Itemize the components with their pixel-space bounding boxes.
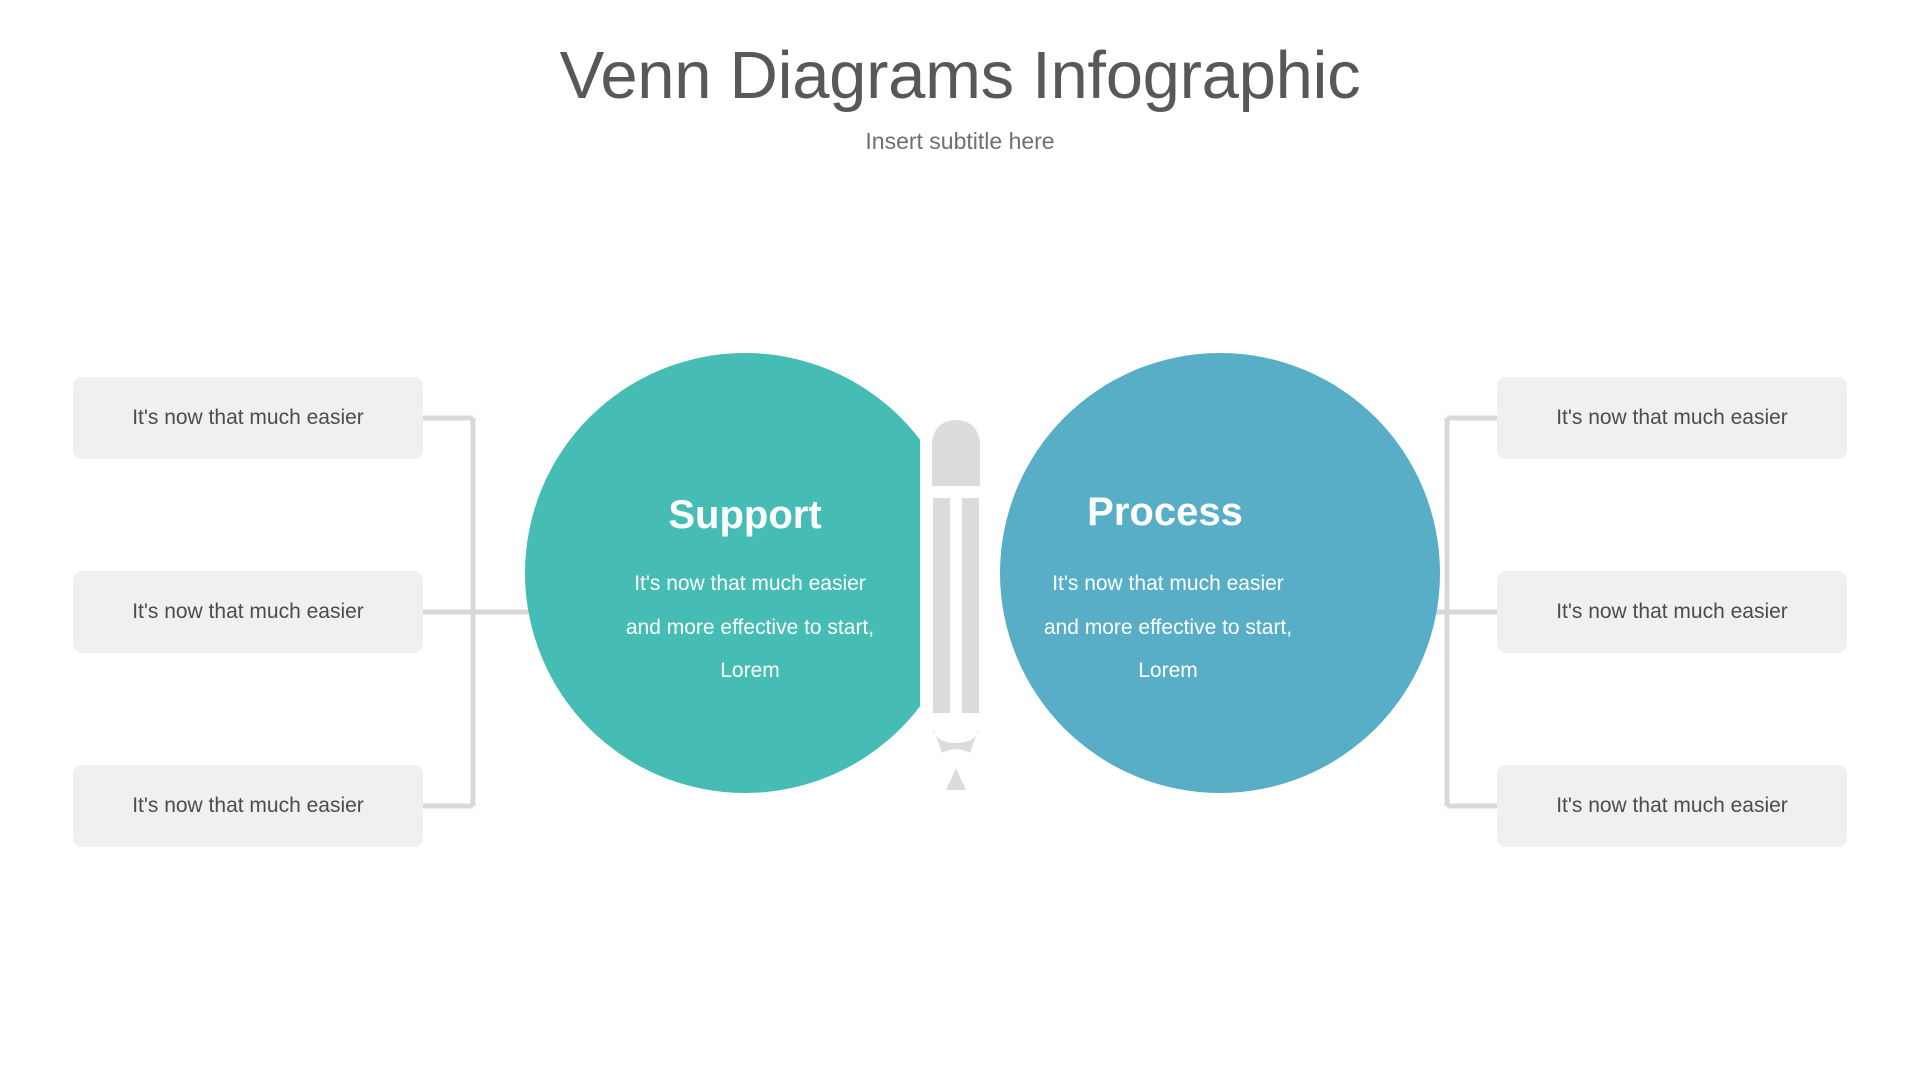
- venn-body-support: It's now that much easier and more effec…: [625, 572, 875, 683]
- list-item[interactable]: It's now that much easier: [73, 765, 423, 847]
- venn-circle-support[interactable]: [525, 353, 965, 793]
- list-item-label: It's now that much easier: [132, 406, 364, 430]
- venn-circle-process[interactable]: [1000, 353, 1440, 793]
- pencil-icon: [920, 398, 992, 823]
- list-item[interactable]: It's now that much easier: [73, 571, 423, 653]
- venn-body-process: It's now that much easier and more effec…: [1043, 572, 1293, 683]
- list-item-label: It's now that much easier: [132, 600, 364, 624]
- page-title: Venn Diagrams Infographic: [559, 38, 1361, 113]
- list-item-label: It's now that much easier: [132, 794, 364, 818]
- list-item[interactable]: It's now that much easier: [1497, 377, 1847, 459]
- list-item[interactable]: It's now that much easier: [1497, 765, 1847, 847]
- list-item-label: It's now that much easier: [1556, 406, 1788, 430]
- venn-label-process: Process: [1087, 490, 1243, 534]
- page-subtitle: Insert subtitle here: [865, 128, 1055, 155]
- list-item-label: It's now that much easier: [1556, 600, 1788, 624]
- header: Venn Diagrams Infographic Insert subtitl…: [0, 0, 1920, 155]
- venn-label-support: Support: [668, 493, 822, 537]
- list-item[interactable]: It's now that much easier: [73, 377, 423, 459]
- list-item[interactable]: It's now that much easier: [1497, 571, 1847, 653]
- list-item-label: It's now that much easier: [1556, 794, 1788, 818]
